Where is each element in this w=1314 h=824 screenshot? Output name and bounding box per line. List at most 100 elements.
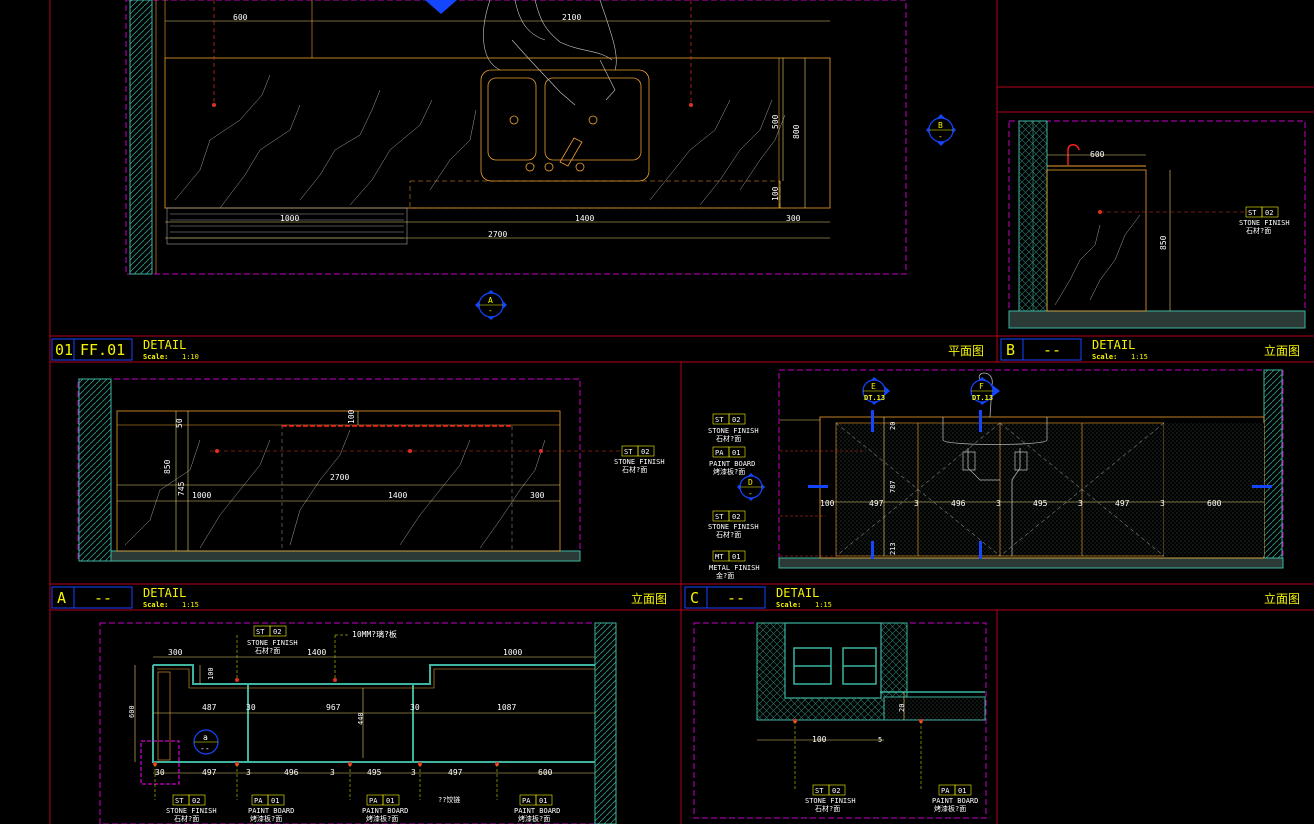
- plan-marble-veins: [174, 74, 786, 209]
- svg-text:ST: ST: [715, 416, 724, 424]
- svg-text:5: 5: [878, 736, 882, 744]
- svg-text:497: 497: [1115, 499, 1130, 508]
- elev-a-dim-2700: 2700: [330, 473, 349, 482]
- elev-a-view: 100 50 850 745 2700 1000 1400 300: [77, 378, 620, 562]
- elev-c-dim-213: 213: [889, 542, 897, 555]
- plan-countertop: [164, 57, 831, 209]
- svg-text:3: 3: [914, 499, 919, 508]
- tag-s-st2: ST 02 STONE FINISH 石材?面: [166, 794, 217, 823]
- svg-text:STONE FINISH: STONE FINISH: [166, 807, 217, 815]
- marker-B[interactable]: B -: [926, 114, 956, 146]
- title-text: DETAIL: [1092, 338, 1135, 352]
- svg-text:PA: PA: [715, 449, 724, 457]
- marker-A[interactable]: A -: [475, 290, 507, 320]
- marker-D[interactable]: D -: [737, 473, 765, 501]
- svg-text:石材?面: 石材?面: [622, 465, 647, 474]
- title-bar-elev-b: B -- DETAIL Scale: 1:15 立面图: [1000, 338, 1300, 361]
- tag-s-pa3: PA 01 PAINT BOARD 烤漆板?面: [514, 794, 560, 823]
- svg-text:01: 01: [732, 553, 740, 561]
- title-scale: 1:15: [815, 601, 832, 609]
- tag-c-st1: ST 02 STONE FINISH 石材?面: [708, 413, 759, 443]
- marker-a[interactable]: a --: [193, 729, 219, 755]
- svg-text:100: 100: [812, 735, 827, 744]
- elev-c-dim-20: 20: [889, 422, 897, 430]
- svg-text:PA: PA: [369, 797, 378, 805]
- elev-c-view: 20 787 213 100 497 3 496 3 495 3 497 3 6…: [778, 369, 1284, 569]
- title-code: --: [727, 589, 745, 607]
- title-text: DETAIL: [776, 586, 819, 600]
- plan-dim-300: 300: [786, 214, 801, 223]
- elev-a-dim-1400: 1400: [388, 491, 407, 500]
- elev-c-dim-100: 100: [820, 499, 835, 508]
- plan-view: 600 2100 500 800 100 1000 1400 300 2700: [125, 0, 907, 275]
- tag-s-pa1: PA 01 PAINT BOARD 烤漆板?面: [248, 794, 294, 823]
- note-glass: 10MM?璃?板: [352, 629, 397, 639]
- svg-text:ST: ST: [256, 628, 265, 636]
- plan-dim-500: 500: [771, 114, 780, 129]
- elev-b-view: 600 850: [1008, 120, 1306, 329]
- sheet-frame: [49, 0, 1314, 824]
- plan-dim-2100: 2100: [562, 13, 581, 22]
- svg-text:石材?面: 石材?面: [716, 530, 741, 539]
- title-scale-label: Scale:: [143, 353, 168, 361]
- marker-letter: a: [203, 733, 208, 742]
- plan-dim-100: 100: [771, 186, 780, 201]
- svg-text:STONE FINISH: STONE FINISH: [708, 523, 759, 531]
- tag-a-st: ST 02 STONE FINISH 石材?面: [614, 445, 665, 474]
- svg-text:600: 600: [538, 768, 553, 777]
- elev-a-dim-100: 100: [347, 409, 356, 424]
- tag-d-pa: PA 01 PAINT BOARD 烤漆板?面: [932, 784, 978, 813]
- marker-letter: D: [748, 478, 753, 487]
- marker-sub: --: [200, 744, 210, 753]
- svg-text:01: 01: [271, 797, 279, 805]
- title-scale: 1:10: [182, 353, 199, 361]
- marker-letter: F: [979, 382, 984, 391]
- title-num: A: [57, 589, 66, 607]
- svg-text:01: 01: [539, 797, 547, 805]
- svg-text:3: 3: [1078, 499, 1083, 508]
- svg-text:石材?面: 石材?面: [815, 804, 840, 813]
- title-scale: 1:15: [1131, 353, 1148, 361]
- svg-text:ST: ST: [624, 448, 633, 456]
- elev-c-dim-787: 787: [889, 480, 897, 493]
- svg-text:STONE FINISH: STONE FINISH: [708, 427, 759, 435]
- svg-text:02: 02: [732, 513, 740, 521]
- svg-text:100: 100: [207, 667, 215, 680]
- svg-text:496: 496: [951, 499, 966, 508]
- marker-sub: DT.13: [864, 394, 885, 402]
- svg-text:石材?面: 石材?面: [174, 814, 199, 823]
- svg-text:METAL FINISH: METAL FINISH: [709, 564, 760, 572]
- svg-text:30: 30: [155, 768, 165, 777]
- tag-b-st: ST 02 STONE FINISH 石材?面: [1239, 206, 1290, 235]
- title-bar-plan: 01 FF.01 DETAIL Scale: 1:10 平面图: [51, 338, 984, 361]
- svg-text:STONE FINISH: STONE FINISH: [247, 639, 298, 647]
- svg-text:496: 496: [284, 768, 299, 777]
- plan-dim-800: 800: [792, 124, 801, 139]
- svg-text:PAINT BOARD: PAINT BOARD: [248, 807, 294, 815]
- svg-text:600: 600: [1207, 499, 1222, 508]
- svg-text:440: 440: [357, 712, 365, 725]
- svg-text:ST: ST: [815, 787, 824, 795]
- svg-text:STONE FINISH: STONE FINISH: [614, 458, 665, 466]
- marker-sub: DT.13: [972, 394, 993, 402]
- svg-text:PAINT BOARD: PAINT BOARD: [709, 460, 755, 468]
- svg-text:487: 487: [202, 703, 217, 712]
- plan-dim-1400: 1400: [575, 214, 594, 223]
- title-code: FF.01: [80, 341, 125, 359]
- svg-text:PA: PA: [941, 787, 950, 795]
- note-hinge: ??饺链: [438, 795, 460, 804]
- svg-text:烤漆板?面: 烤漆板?面: [366, 814, 398, 823]
- marker-E[interactable]: E DT.13: [862, 377, 890, 405]
- tag-d-st: ST 02 STONE FINISH 石材?面: [805, 784, 856, 813]
- elev-a-dim-745: 745: [177, 481, 186, 496]
- detail-view: 100 5 20: [693, 622, 987, 819]
- svg-text:石材?面: 石材?面: [1246, 226, 1271, 235]
- svg-text:石材?面: 石材?面: [716, 434, 741, 443]
- svg-text:300: 300: [168, 648, 183, 657]
- svg-text:烤漆板?面: 烤漆板?面: [934, 804, 966, 813]
- svg-text:PA: PA: [254, 797, 263, 805]
- elev-a-dim-1000: 1000: [192, 491, 211, 500]
- title-scale-label: Scale:: [1092, 353, 1117, 361]
- marker-F[interactable]: F DT.13: [970, 377, 1000, 405]
